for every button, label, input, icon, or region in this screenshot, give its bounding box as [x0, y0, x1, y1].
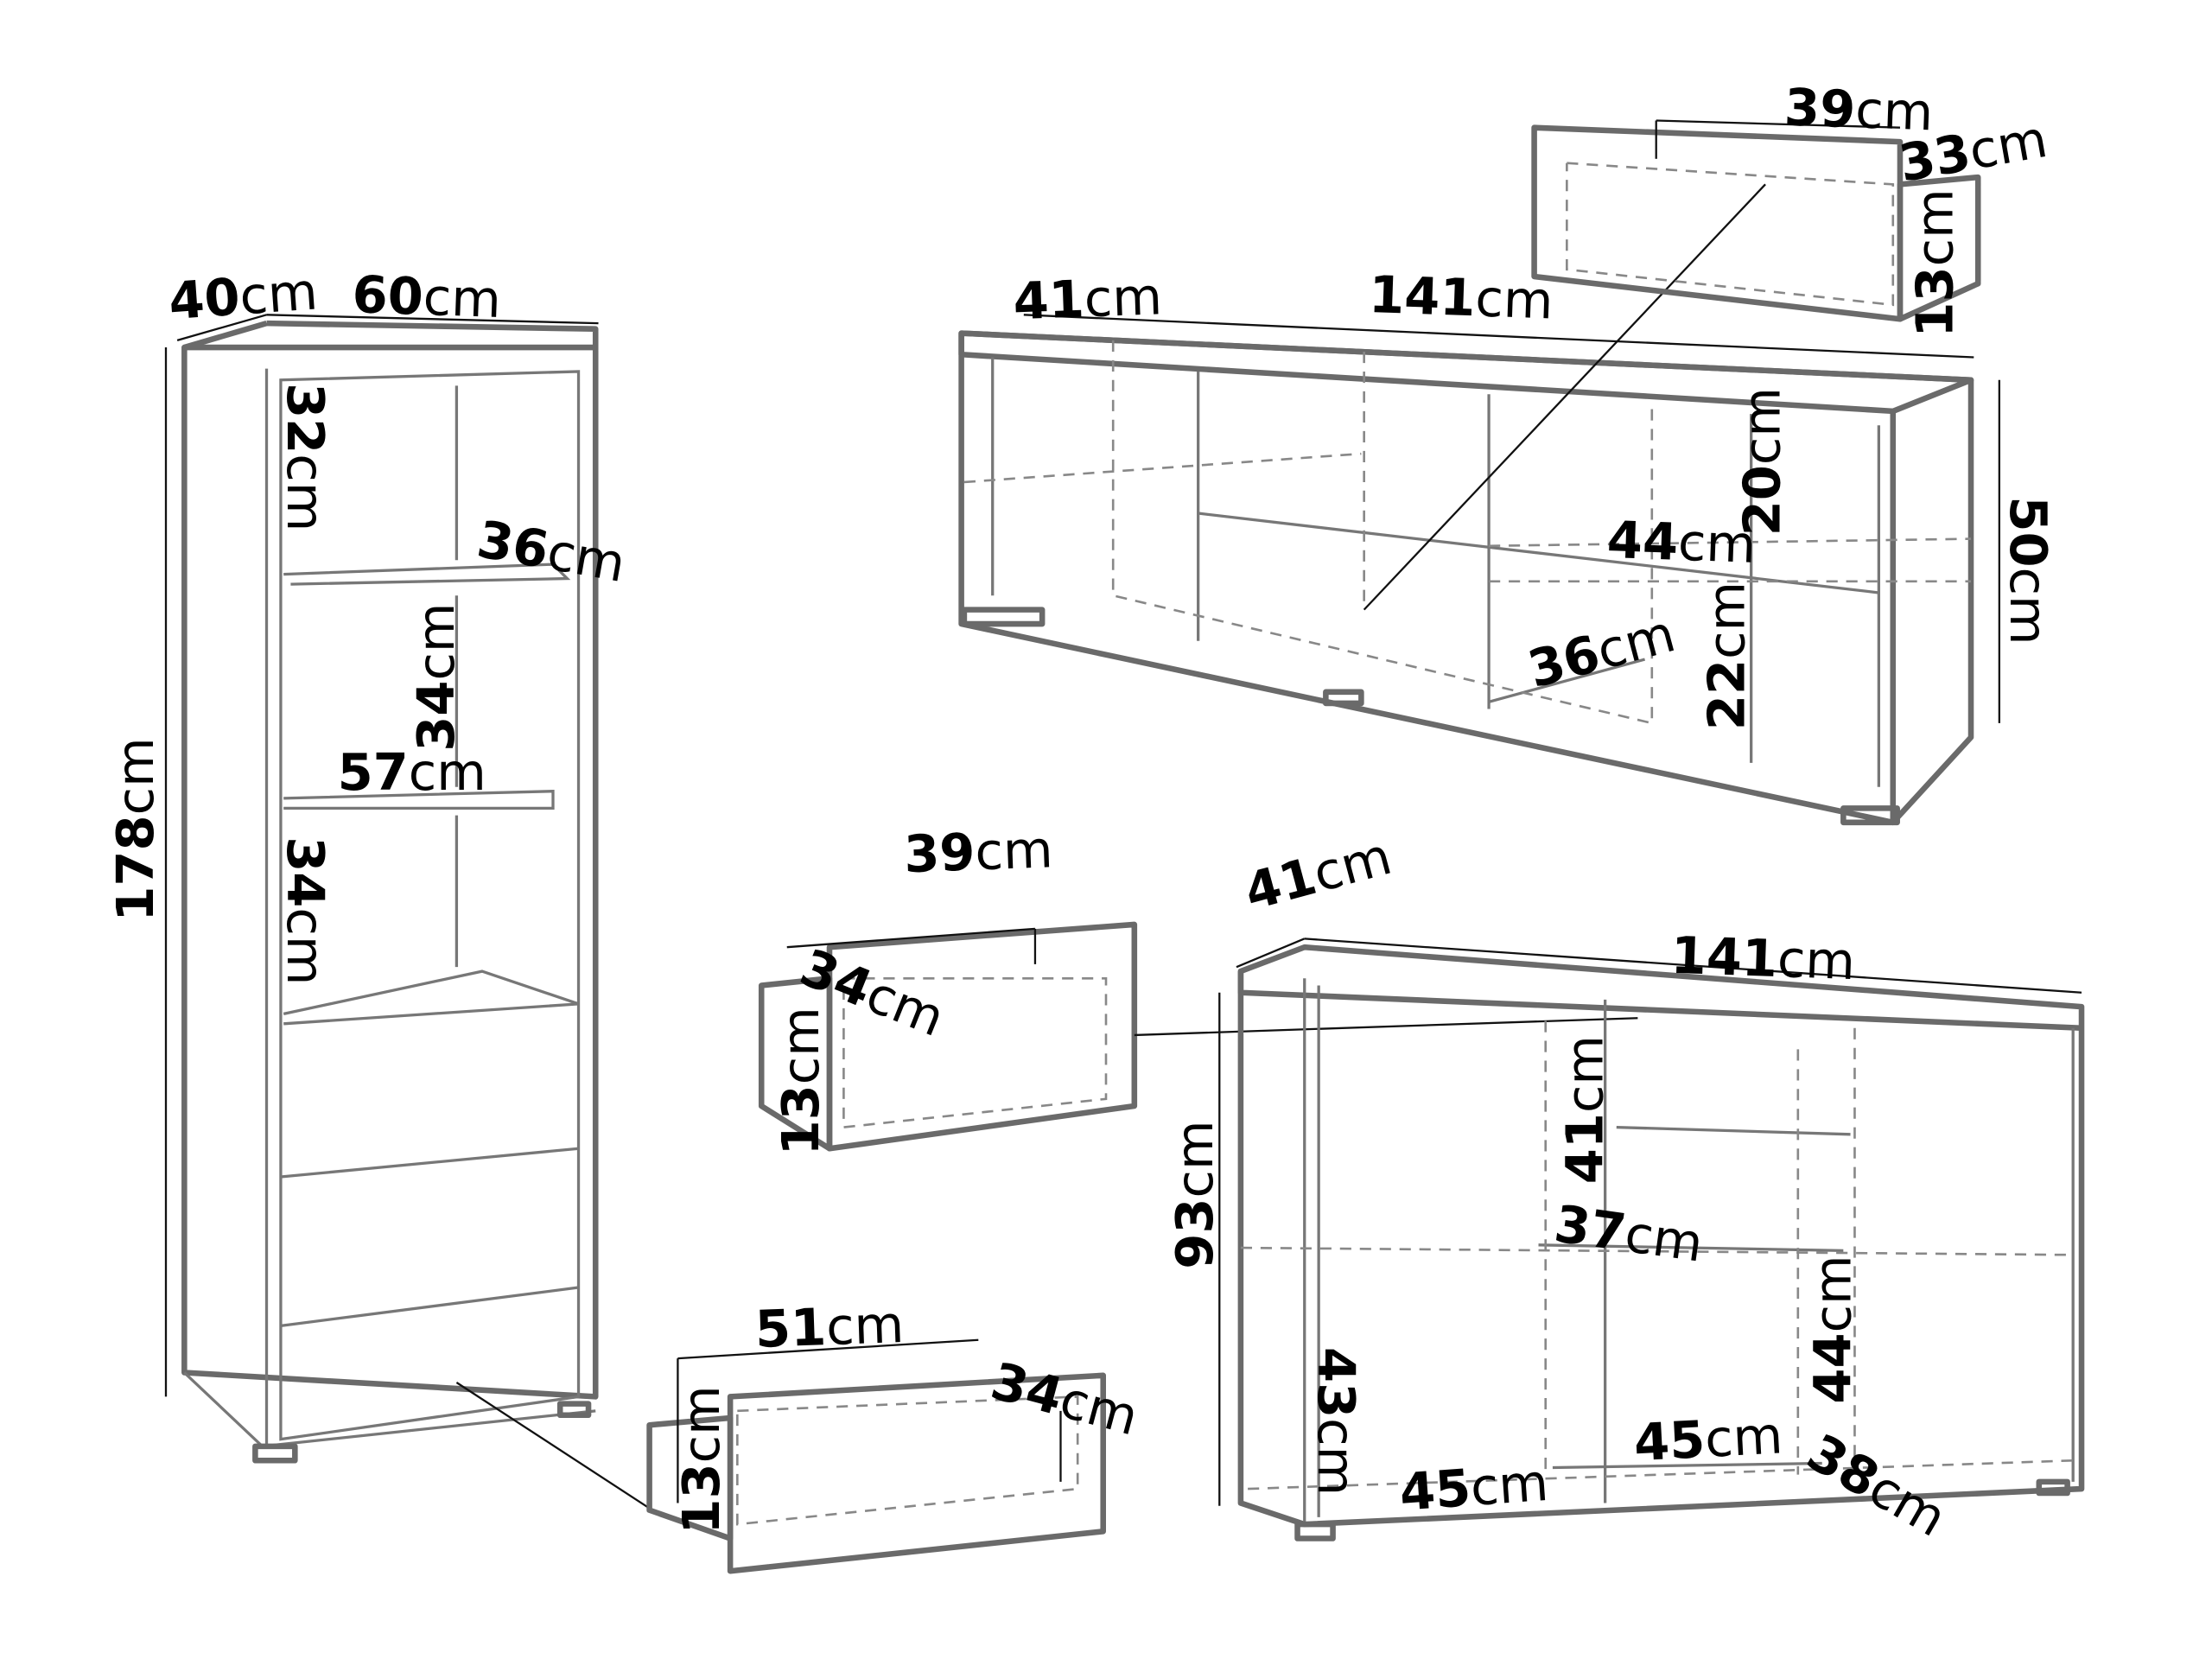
- sideboard-drawer-width-dim-label: 37cm: [1551, 1193, 1707, 1273]
- bookcase-drawer-depth-label: 34cm: [985, 1351, 1144, 1446]
- dimension-labels: 40cm 60cm 178cm 32cm 36cm 34cm 57cm 34cm…: [105, 77, 2058, 1548]
- bookcase-height-label: 178cm: [105, 737, 165, 921]
- sideboard-right-height-label: 44cm: [1803, 1255, 1863, 1403]
- tv-cabinet-shelf-depth-label: 36cm: [1522, 603, 1681, 699]
- sideboard-drawing: [1218, 938, 2085, 1541]
- sideboard-depth-label: 41cm: [1238, 826, 1397, 922]
- sideboard-drawer-height-label: 13cm: [771, 1007, 830, 1155]
- bookcase-depth-label: 40cm: [167, 261, 320, 331]
- tv-drawer-depth-label: 33cm: [1895, 109, 2052, 194]
- tv-cabinet-width-label: 141cm: [1368, 264, 1554, 330]
- bookcase-drawing: [164, 314, 653, 1511]
- bookcase-drawer-drawing: [646, 1338, 1106, 1574]
- tv-cabinet-upper-height-label: 20cm: [1732, 387, 1791, 536]
- bookcase-lower-shelf-height-label: 34cm: [276, 836, 335, 985]
- bookcase-middle-shelf-height-label: 34cm: [406, 603, 466, 752]
- tv-cabinet-height-label: 50cm: [1999, 496, 2058, 645]
- tv-drawer-height-label: 13cm: [1905, 188, 1965, 337]
- sideboard-height-label: 93cm: [1165, 1120, 1224, 1268]
- bookcase-top-shelf-height-label: 32cm: [276, 383, 335, 531]
- sideboard-left-shelf-width-label: 45cm: [1397, 1452, 1550, 1522]
- bookcase-drawer-height-label: 13cm: [671, 1385, 731, 1534]
- tv-cabinet-lower-height-label: 22cm: [1696, 582, 1756, 730]
- tv-cabinet-shelf-width-label: 44cm: [1606, 510, 1758, 575]
- bookcase-shelf-width-label: 57cm: [338, 742, 486, 802]
- bookcase-shelf-depth-label: 36cm: [473, 509, 630, 594]
- bookcase-drawer-width-label: 51cm: [754, 1294, 906, 1359]
- tv-cabinet-depth-label: 41cm: [1012, 266, 1163, 331]
- sideboard-drawer-width-label: 39cm: [903, 819, 1054, 884]
- tv-cabinet-drawer-drawing: [1531, 119, 1981, 322]
- tv-cabinet-drawing: [958, 183, 2000, 826]
- sideboard-left-height-label: 43cm: [1306, 1347, 1366, 1496]
- sideboard-drawer-height-dim-label: 41cm: [1554, 1035, 1614, 1184]
- sideboard-shelf-depth-label: 38cm: [1797, 1422, 1956, 1548]
- sideboard-width-label: 141cm: [1670, 925, 1857, 991]
- tv-drawer-width-label: 39cm: [1783, 77, 1935, 142]
- sideboard-middle-shelf-width-label: 45cm: [1632, 1405, 1784, 1472]
- bookcase-width-label: 60cm: [351, 264, 502, 329]
- sideboard-drawer-drawing: [758, 921, 1638, 1152]
